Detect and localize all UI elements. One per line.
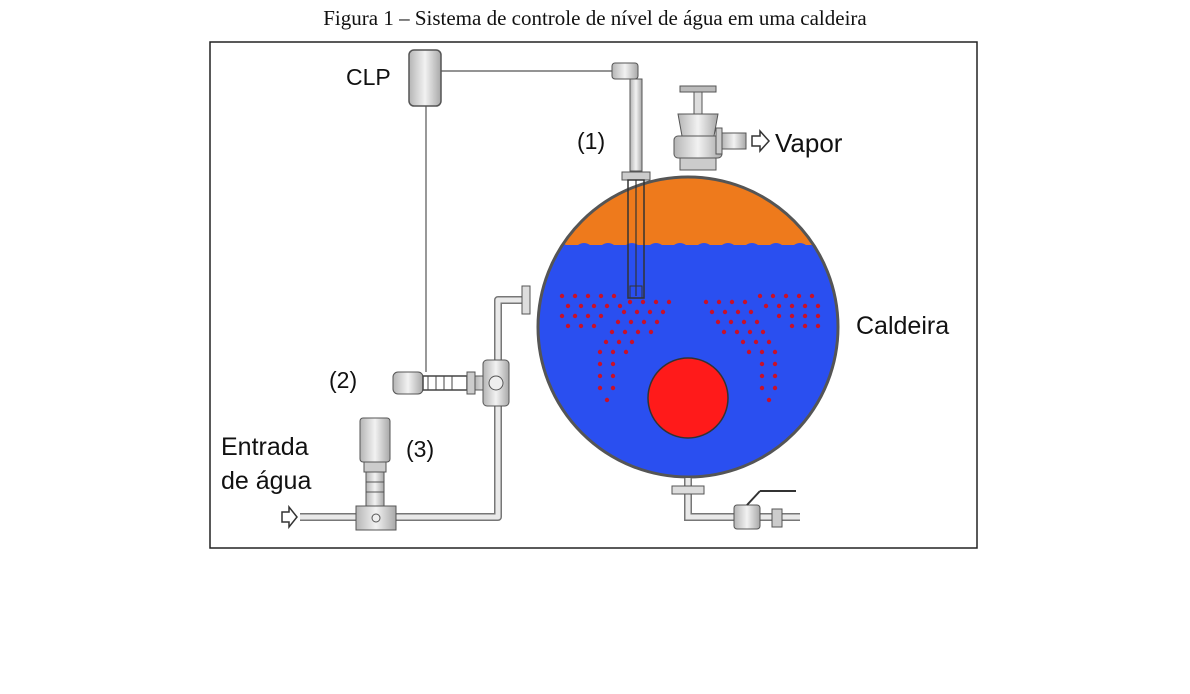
label-sensor: (1) [577, 128, 605, 154]
label-caldeira: Caldeira [856, 312, 949, 340]
control-valve-icon [393, 360, 509, 406]
vertical-pump-icon [356, 418, 396, 530]
label-entrada-line1: Entrada [221, 433, 309, 461]
label-clp: CLP [346, 64, 391, 90]
label-vapor: Vapor [775, 128, 843, 158]
boiler-drum [530, 170, 850, 490]
feed-pipe [300, 300, 528, 517]
arrow-right-icon [752, 131, 769, 151]
label-entrada-line2: de água [221, 467, 311, 495]
furnace-fire [648, 358, 728, 438]
gate-valve-icon [674, 86, 746, 170]
label-valve: (2) [329, 367, 357, 393]
label-pump: (3) [406, 436, 434, 462]
clp-controller [409, 50, 441, 106]
ball-valve-icon [734, 491, 796, 529]
arrow-right-icon [282, 507, 297, 527]
